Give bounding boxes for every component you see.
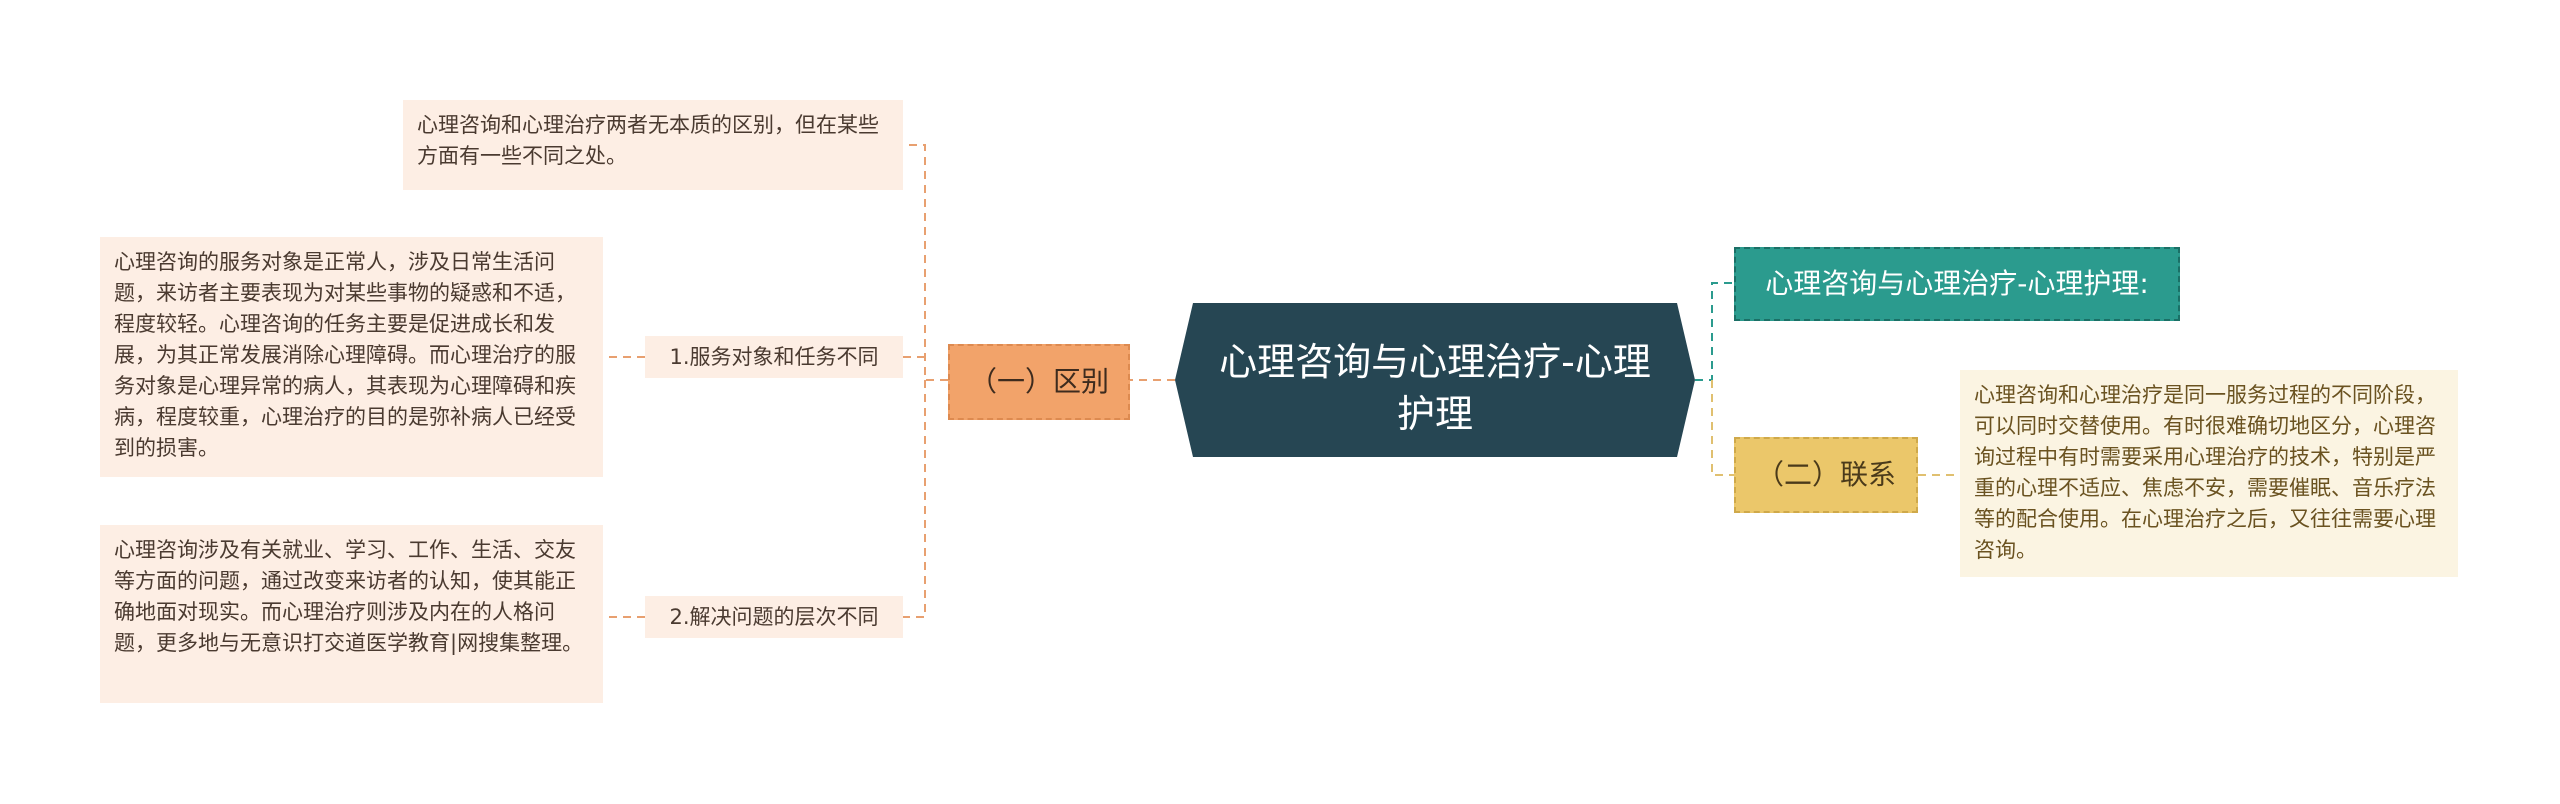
- branch-connection[interactable]: （二）联系: [1734, 437, 1918, 513]
- item-service-object-detail: 心理咨询的服务对象是正常人，涉及日常生活问题，来访者主要表现为对某些事物的疑惑和…: [100, 237, 603, 477]
- distinction-intro: 心理咨询和心理治疗两者无本质的区别，但在某些方面有一些不同之处。: [403, 100, 903, 190]
- item-problem-level[interactable]: 2.解决问题的层次不同: [645, 596, 903, 638]
- topic-psych-nursing[interactable]: 心理咨询与心理治疗-心理护理:: [1734, 247, 2180, 321]
- branch-distinction[interactable]: （一）区别: [948, 344, 1130, 420]
- item-service-object[interactable]: 1.服务对象和任务不同: [645, 336, 903, 378]
- connector-root-to-connection: [1711, 380, 1734, 476]
- item-problem-level-detail: 心理咨询涉及有关就业、学习、工作、生活、交友等方面的问题，通过改变来访者的认知，…: [100, 525, 603, 703]
- connector-distinction-to-trunk: [903, 144, 948, 381]
- connection-detail: 心理咨询和心理治疗是同一服务过程的不同阶段，可以同时交替使用。有时很难确切地区分…: [1960, 370, 2458, 577]
- root-node-title[interactable]: 心理咨询与心理治疗-心理护理: [1219, 340, 1651, 436]
